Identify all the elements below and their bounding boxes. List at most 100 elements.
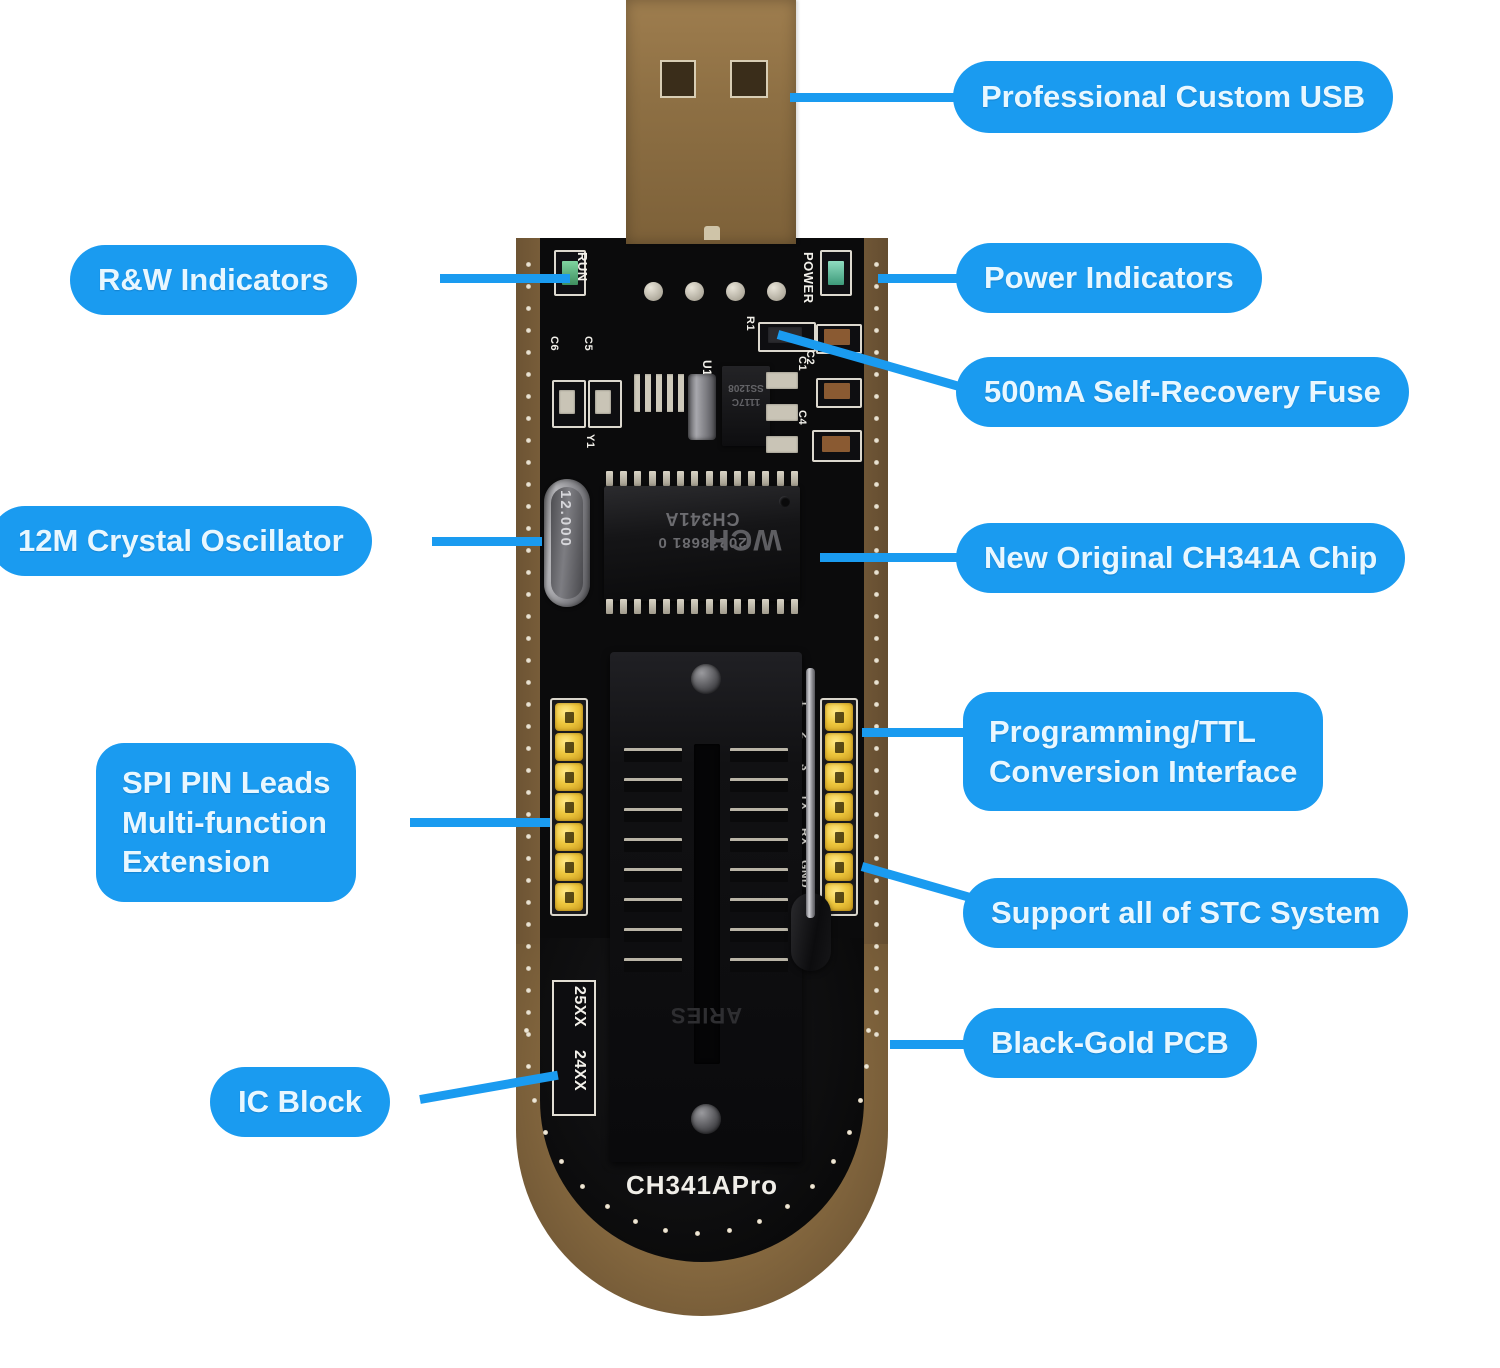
- ttl-pin-header[interactable]: [820, 698, 858, 916]
- via: [524, 1028, 529, 1033]
- ic-vendor-logo: WCH: [707, 523, 782, 556]
- via: [525, 526, 531, 531]
- callout-black-gold-pcb[interactable]: Black-Gold PCB: [965, 1010, 1255, 1076]
- callout-label: 500mA Self-Recovery Fuse: [984, 374, 1381, 409]
- via: [525, 834, 531, 839]
- spi-pin[interactable]: [555, 763, 583, 791]
- via: [873, 394, 879, 399]
- spi-pin-header[interactable]: [550, 698, 588, 916]
- silk-24xx: 24XX: [571, 1050, 588, 1092]
- spi-pin[interactable]: [555, 793, 583, 821]
- via: [525, 438, 531, 443]
- via: [525, 856, 531, 861]
- smd-resistor-1: [766, 372, 798, 389]
- callout-label: Power Indicators: [984, 260, 1234, 295]
- silk-r1: R1: [744, 316, 756, 332]
- usb-solder-pads: [644, 282, 786, 301]
- leader-line-spi: [410, 818, 550, 827]
- leader-line-chip: [820, 553, 965, 562]
- zif-ic-socket[interactable]: ARIES: [610, 652, 802, 1162]
- callout-label-line2: Conversion Interface: [989, 753, 1298, 789]
- ttl-pin-rx[interactable]: [825, 823, 853, 851]
- via: [873, 438, 879, 443]
- via: [873, 680, 879, 685]
- via: [864, 1064, 869, 1069]
- zif-screw-bottom: [691, 1104, 721, 1134]
- via: [525, 680, 531, 685]
- callout-crystal-oscillator[interactable]: 12M Crystal Oscillator: [0, 508, 370, 574]
- silk-c5: C5: [582, 336, 594, 352]
- via: [873, 922, 879, 927]
- callout-rw-indicators[interactable]: R&W Indicators: [72, 247, 355, 313]
- via: [605, 1204, 610, 1209]
- via: [873, 856, 879, 861]
- zif-screw-top: [691, 664, 721, 694]
- usb-contact-slot-left: [660, 60, 696, 98]
- via: [525, 944, 531, 949]
- callout-label: Professional Custom USB: [981, 79, 1366, 114]
- via: [858, 1098, 863, 1103]
- via: [873, 548, 879, 553]
- callout-label: IC Block: [238, 1084, 363, 1119]
- via: [525, 350, 531, 355]
- via: [525, 394, 531, 399]
- spi-pin[interactable]: [555, 883, 583, 911]
- ttl-pin-tx[interactable]: [825, 793, 853, 821]
- via: [873, 614, 879, 619]
- callout-professional-custom-usb[interactable]: Professional Custom USB: [955, 63, 1392, 131]
- via: [873, 944, 879, 949]
- callout-label-line1: Programming/TTL: [989, 714, 1256, 749]
- crystal-oscillator: [544, 479, 590, 607]
- via: [525, 460, 531, 465]
- smd-resistor-3: [766, 436, 798, 453]
- leader-line-usb: [790, 93, 965, 102]
- via: [525, 372, 531, 377]
- via: [873, 724, 879, 729]
- via: [873, 658, 879, 663]
- callout-power-indicators[interactable]: Power Indicators: [958, 245, 1260, 311]
- callout-label-line1: SPI PIN Leads: [122, 765, 331, 800]
- ttl-pin-3[interactable]: [825, 763, 853, 791]
- via: [873, 768, 879, 773]
- silk-run: RUN: [575, 252, 590, 282]
- zif-lever-arm[interactable]: [806, 668, 815, 918]
- voltage-regulator: 1117C SS1208: [722, 366, 770, 446]
- callout-ch341a-chip[interactable]: New Original CH341A Chip: [958, 525, 1404, 591]
- via-column-left: [522, 256, 534, 1062]
- ttl-pin-gnd[interactable]: [825, 853, 853, 881]
- ttl-pin-2[interactable]: [825, 733, 853, 761]
- via: [525, 658, 531, 663]
- ch341a-chip: 20238681 0 CH341A WCH: [604, 486, 800, 601]
- leader-line-power: [878, 274, 963, 283]
- via: [873, 570, 879, 575]
- callout-label: R&W Indicators: [98, 262, 329, 297]
- spi-pin[interactable]: [555, 853, 583, 881]
- chip-type-box: [552, 980, 596, 1116]
- via: [873, 900, 879, 905]
- via-column-right: [870, 256, 882, 1062]
- via: [525, 900, 531, 905]
- leader-line-rw: [440, 274, 570, 283]
- callout-support-stc-system[interactable]: Support all of STC System: [965, 880, 1407, 946]
- via: [847, 1130, 852, 1135]
- via: [873, 746, 879, 751]
- ttl-pin-1[interactable]: [825, 703, 853, 731]
- callout-spi-pin-leads[interactable]: SPI PIN Leads Multi-function Extension: [98, 745, 355, 901]
- spi-pin[interactable]: [555, 703, 583, 731]
- via: [810, 1184, 815, 1189]
- via: [525, 1010, 531, 1015]
- callout-ic-block[interactable]: IC Block: [212, 1069, 389, 1135]
- callout-programming-ttl-interface[interactable]: Programming/TTL Conversion Interface: [965, 694, 1322, 810]
- via: [785, 1204, 790, 1209]
- spi-pin[interactable]: [555, 823, 583, 851]
- spi-pin[interactable]: [555, 733, 583, 761]
- via: [525, 636, 531, 641]
- via: [525, 592, 531, 597]
- callout-label: New Original CH341A Chip: [984, 540, 1378, 575]
- callout-label: 12M Crystal Oscillator: [18, 523, 344, 558]
- capacitor-c4: [822, 436, 850, 452]
- capacitor-c5: [595, 390, 611, 414]
- callout-self-recovery-fuse[interactable]: 500mA Self-Recovery Fuse: [958, 359, 1407, 425]
- via: [873, 812, 879, 817]
- via: [873, 988, 879, 993]
